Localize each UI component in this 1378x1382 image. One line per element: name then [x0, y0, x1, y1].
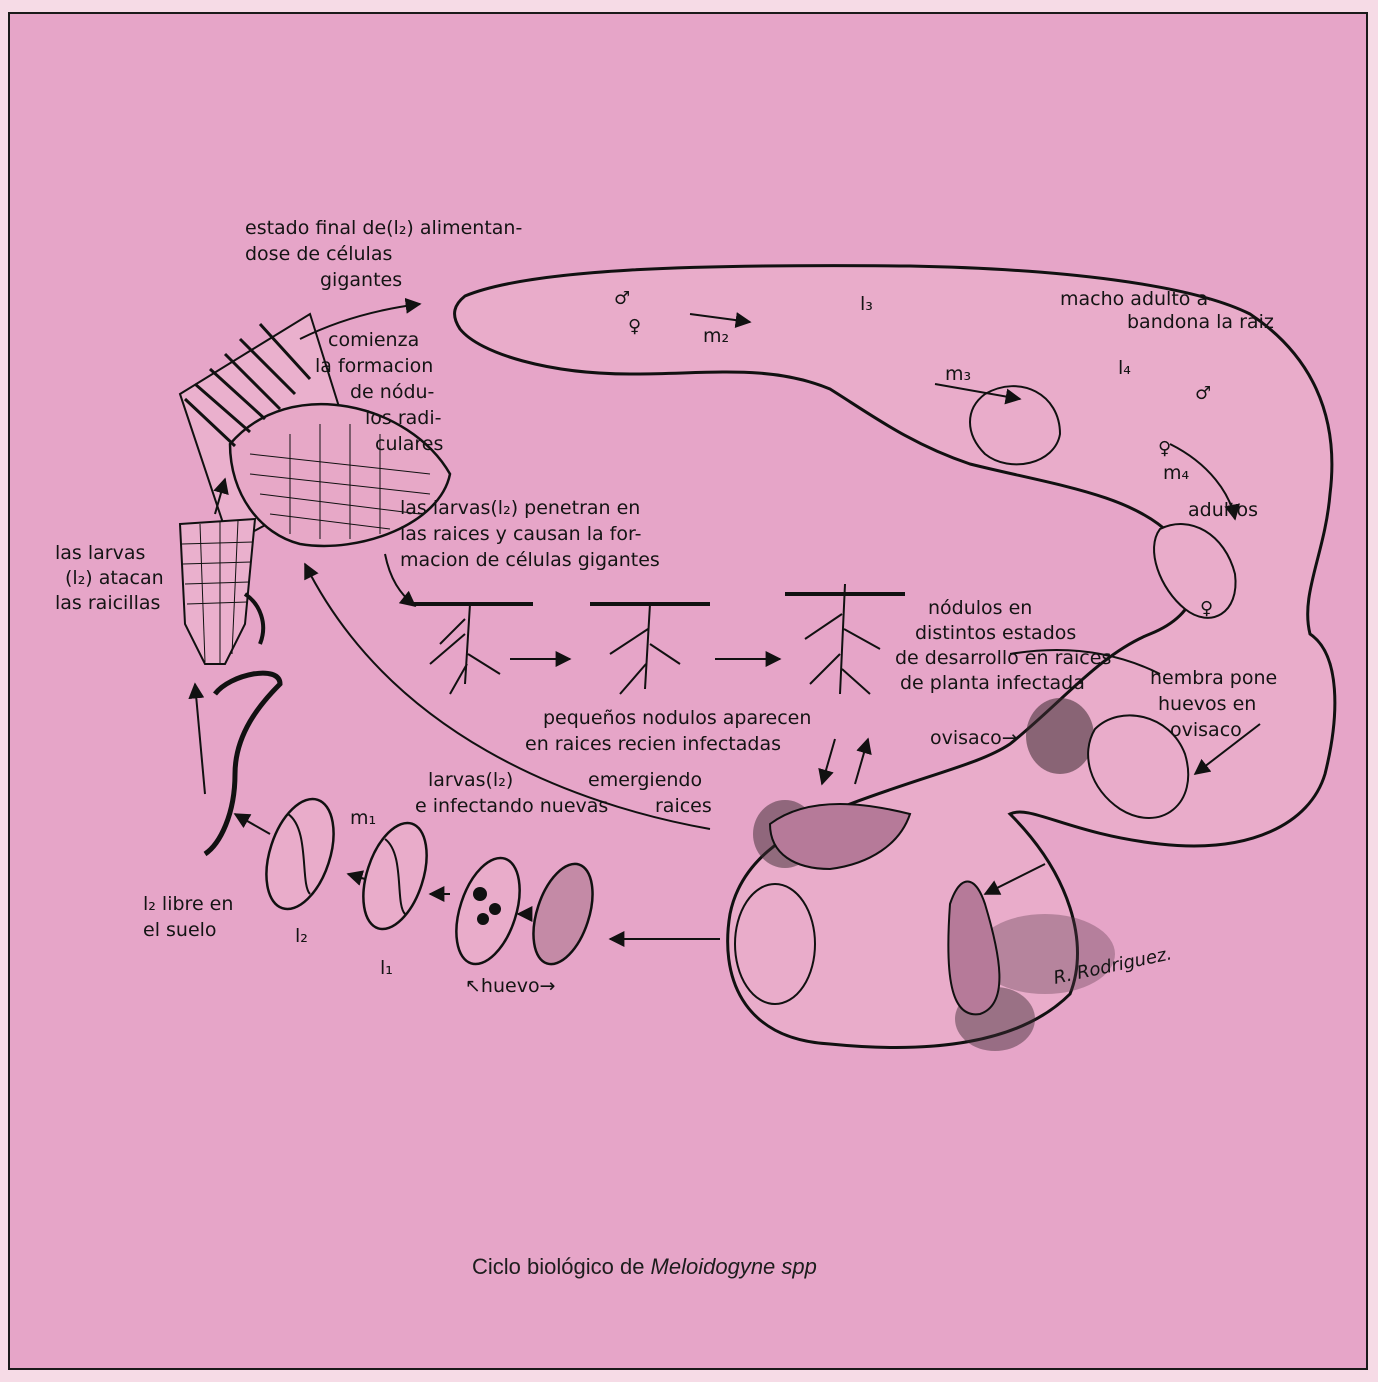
label-libre-suelo: l₂ libre en el suelo: [143, 893, 239, 941]
mark-m1: m₁: [350, 807, 376, 829]
label-nodulos: nódulos en distintos estados de desarrol…: [895, 597, 1117, 694]
mark-l1: l₁: [380, 957, 393, 979]
diagram-plate: estado final de(l₂) alimentan- dose de c…: [8, 12, 1368, 1370]
label-ovisaco: ovisaco→: [930, 727, 1018, 749]
rootlet-illustration: [180, 519, 263, 664]
female-symbol: ♀: [628, 316, 641, 337]
male-symbol: ♂: [614, 288, 630, 309]
label-larvas-atacan: las larvas (l₂) atacan las raicillas: [55, 542, 170, 614]
female-symbol: ♀: [1200, 598, 1213, 619]
mark-l2: l₂: [295, 925, 308, 947]
mark-m4: m₄: [1163, 462, 1190, 484]
mark-l4: l₄: [1118, 357, 1131, 379]
figure-caption: Ciclo biológico de Meloidogyne spp: [472, 1254, 817, 1279]
label-estado-final: estado final de(l₂) alimentan- dose de c…: [245, 217, 528, 291]
label-larvas-penetran: las larvas(l₂) penetran en las raices y …: [400, 497, 660, 571]
mark-l3: l₃: [860, 293, 873, 315]
label-huevo: ↖huevo→: [465, 975, 555, 997]
mark-m3: m₃: [945, 363, 971, 385]
female-symbol: ♀: [1158, 438, 1171, 459]
free-juvenile: [205, 673, 280, 854]
label-raices: raices: [655, 795, 712, 817]
ovisac-egg-mass: [1026, 698, 1094, 774]
life-cycle-diagram: estado final de(l₂) alimentan- dose de c…: [10, 14, 1366, 1368]
seedling-progression: [413, 584, 905, 694]
mark-m2: m₂: [703, 325, 729, 347]
label-adultos: adultos: [1188, 499, 1258, 521]
label-emergiendo: emergiendo: [588, 769, 702, 791]
male-symbol: ♂: [1195, 383, 1211, 404]
label-pequenos-nodulos: pequeños nodulos aparecen en raices reci…: [525, 707, 817, 755]
